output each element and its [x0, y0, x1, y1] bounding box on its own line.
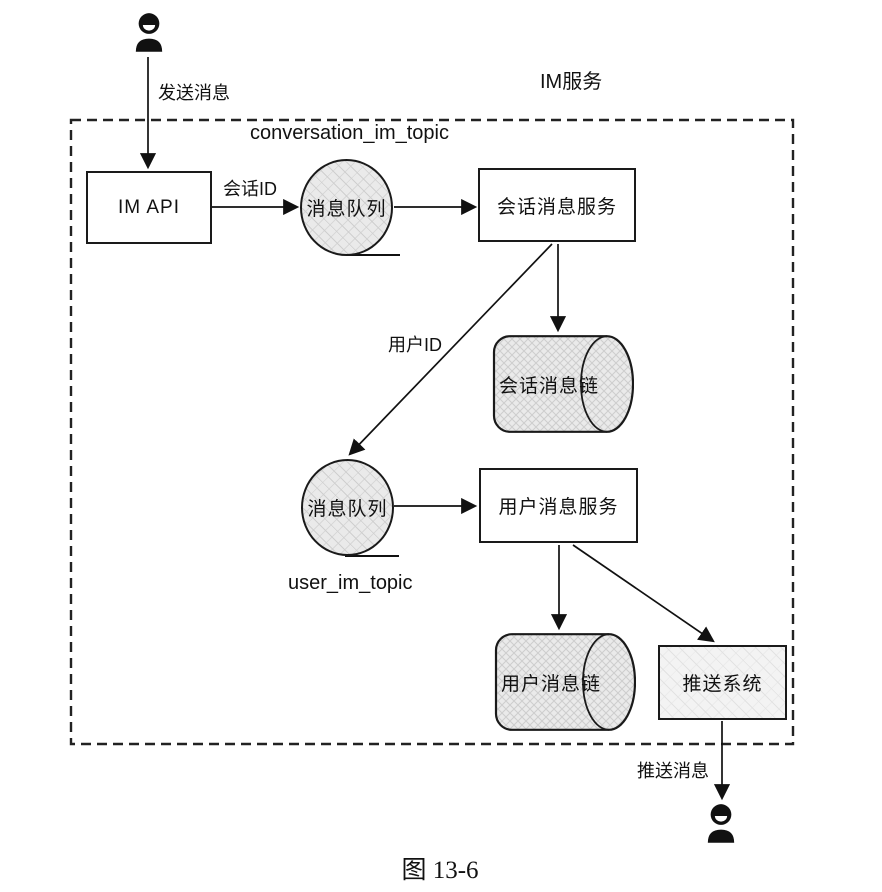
- push-message-label: 推送消息: [637, 761, 709, 781]
- conversation-topic-label: conversation_im_topic: [250, 122, 449, 144]
- conversation-service-label: 会话消息服务: [496, 196, 617, 218]
- send-message-label: 发送消息: [158, 83, 230, 103]
- cylinder-shape: [492, 335, 635, 433]
- user-topic-label: user_im_topic: [288, 572, 413, 594]
- conversation-queue-label: 消息队列: [306, 199, 387, 220]
- user-chain-label: 用户消息链: [500, 673, 601, 695]
- user-icon-receiver: [705, 803, 737, 843]
- im-api-node: IM API: [86, 171, 212, 244]
- arrow-user-id: [348, 243, 553, 456]
- user-icon-sender: [133, 12, 165, 52]
- figure-caption: 图 13-6: [401, 857, 479, 884]
- conversation-id-label: 会话ID: [223, 179, 277, 199]
- push-system-node: 推送系统: [658, 645, 787, 720]
- im-api-label: IM API: [118, 196, 180, 218]
- conversation-chain-label: 会话消息链: [498, 375, 599, 397]
- arrow-user-service-to-push-system: [572, 544, 715, 643]
- im-service-boundary: [69, 118, 795, 746]
- user-id-label: 用户ID: [388, 335, 442, 355]
- user-queue-label: 消息队列: [307, 499, 388, 520]
- user-queue-node: 消息队列: [301, 459, 394, 556]
- user-service-node: 用户消息服务: [479, 468, 638, 543]
- user-service-label: 用户消息服务: [498, 497, 619, 518]
- im-service-region-label: IM服务: [540, 71, 603, 93]
- cylinder-shape: [494, 633, 637, 731]
- conversation-queue-node: 消息队列: [300, 159, 393, 256]
- conversation-service-node: 会话消息服务: [478, 168, 636, 242]
- user-chain-cylinder: 用户消息链: [494, 633, 637, 731]
- push-system-label: 推送系统: [682, 674, 763, 695]
- conversation-chain-cylinder: 会话消息链: [492, 335, 635, 433]
